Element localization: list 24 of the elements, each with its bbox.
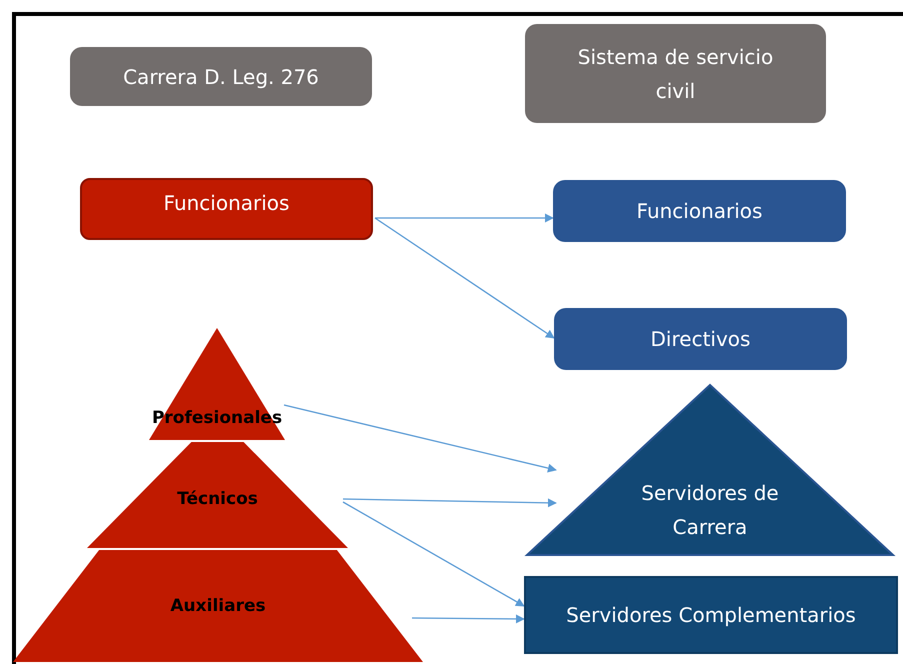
node-label: Servidores de Carrera: [640, 480, 780, 541]
arrow: [375, 214, 554, 222]
node-label: Funcionarios: [636, 198, 762, 225]
node-label: Servidores Complementarios: [566, 602, 856, 629]
node-label: Sistema de servicio civil: [576, 44, 774, 104]
rounded-box: [70, 47, 372, 106]
arrow: [342, 498, 557, 508]
rounded-box: [525, 24, 826, 123]
arrow: [284, 404, 557, 472]
rounded-box: [554, 308, 847, 370]
arrow: [342, 501, 525, 607]
arrow: [374, 217, 555, 339]
process-box: [524, 576, 898, 654]
node-label: Funcionarios: [164, 190, 290, 217]
rounded-box: [80, 178, 373, 240]
node-label: Carrera D. Leg. 276: [123, 64, 319, 90]
node-label: Auxiliares: [170, 595, 266, 618]
node-label: Directivos: [650, 326, 750, 353]
pyramid-tier: [87, 442, 348, 548]
pyramid-tier: [13, 550, 423, 662]
triangle-shape: [527, 385, 893, 555]
arrow: [412, 614, 525, 624]
node-label: Técnicos: [177, 488, 258, 511]
rounded-box: [553, 180, 846, 242]
